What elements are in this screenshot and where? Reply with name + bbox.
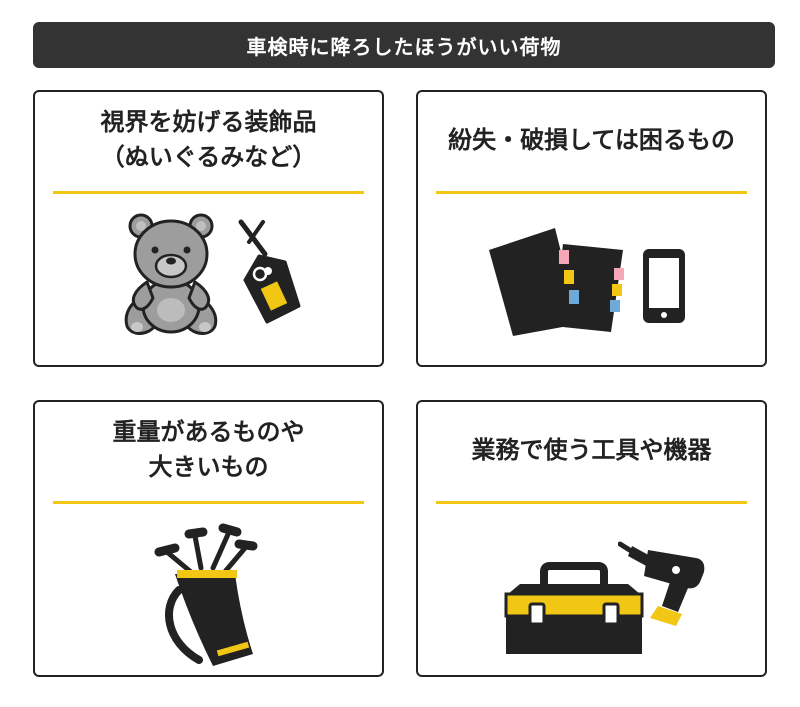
card-title: 視界を妨げる装飾品 （ぬいぐるみなど）	[35, 92, 382, 188]
card-title-line1: 重量があるものや	[112, 418, 305, 447]
card-valuables: 紛失・破損しては困るもの	[416, 90, 767, 367]
document-folder-icon	[489, 228, 624, 336]
card-title-line1: 紛失・破損しては困るもの	[448, 125, 735, 154]
card-title-line1: 業務で使う工具や機器	[471, 435, 712, 464]
card-divider	[436, 501, 747, 504]
card-divider	[53, 191, 364, 194]
card-work-tools: 業務で使う工具や機器	[416, 400, 767, 677]
golf-bag-icon	[154, 523, 258, 666]
toolbox-icon	[504, 562, 644, 654]
card-illustration	[418, 196, 765, 365]
card-illustration	[35, 196, 382, 365]
card-decorations: 視界を妨げる装飾品 （ぬいぐるみなど）	[33, 90, 384, 367]
drill-icon	[618, 541, 705, 626]
page-title: 車検時に降ろしたほうがいい荷物	[33, 22, 775, 68]
card-title: 重量があるものや 大きいもの	[35, 402, 382, 498]
card-divider	[53, 501, 364, 504]
card-title: 紛失・破損しては困るもの	[418, 92, 765, 188]
smartphone-icon	[643, 249, 685, 323]
card-title: 業務で使う工具や機器	[418, 402, 765, 498]
card-title-line2: （ぬいぐるみなど）	[100, 143, 317, 171]
page-title-text: 車検時に降ろしたほうがいい荷物	[246, 34, 562, 59]
card-title-line2: 大きいもの	[148, 453, 269, 481]
teddy-bear-icon	[124, 213, 218, 335]
amulet-icon	[238, 219, 301, 324]
card-title-line1: 視界を妨げる装飾品	[100, 108, 317, 137]
card-illustration	[418, 506, 765, 675]
card-illustration	[35, 506, 382, 675]
card-divider	[436, 191, 747, 194]
card-heavy-items: 重量があるものや 大きいもの	[33, 400, 384, 677]
